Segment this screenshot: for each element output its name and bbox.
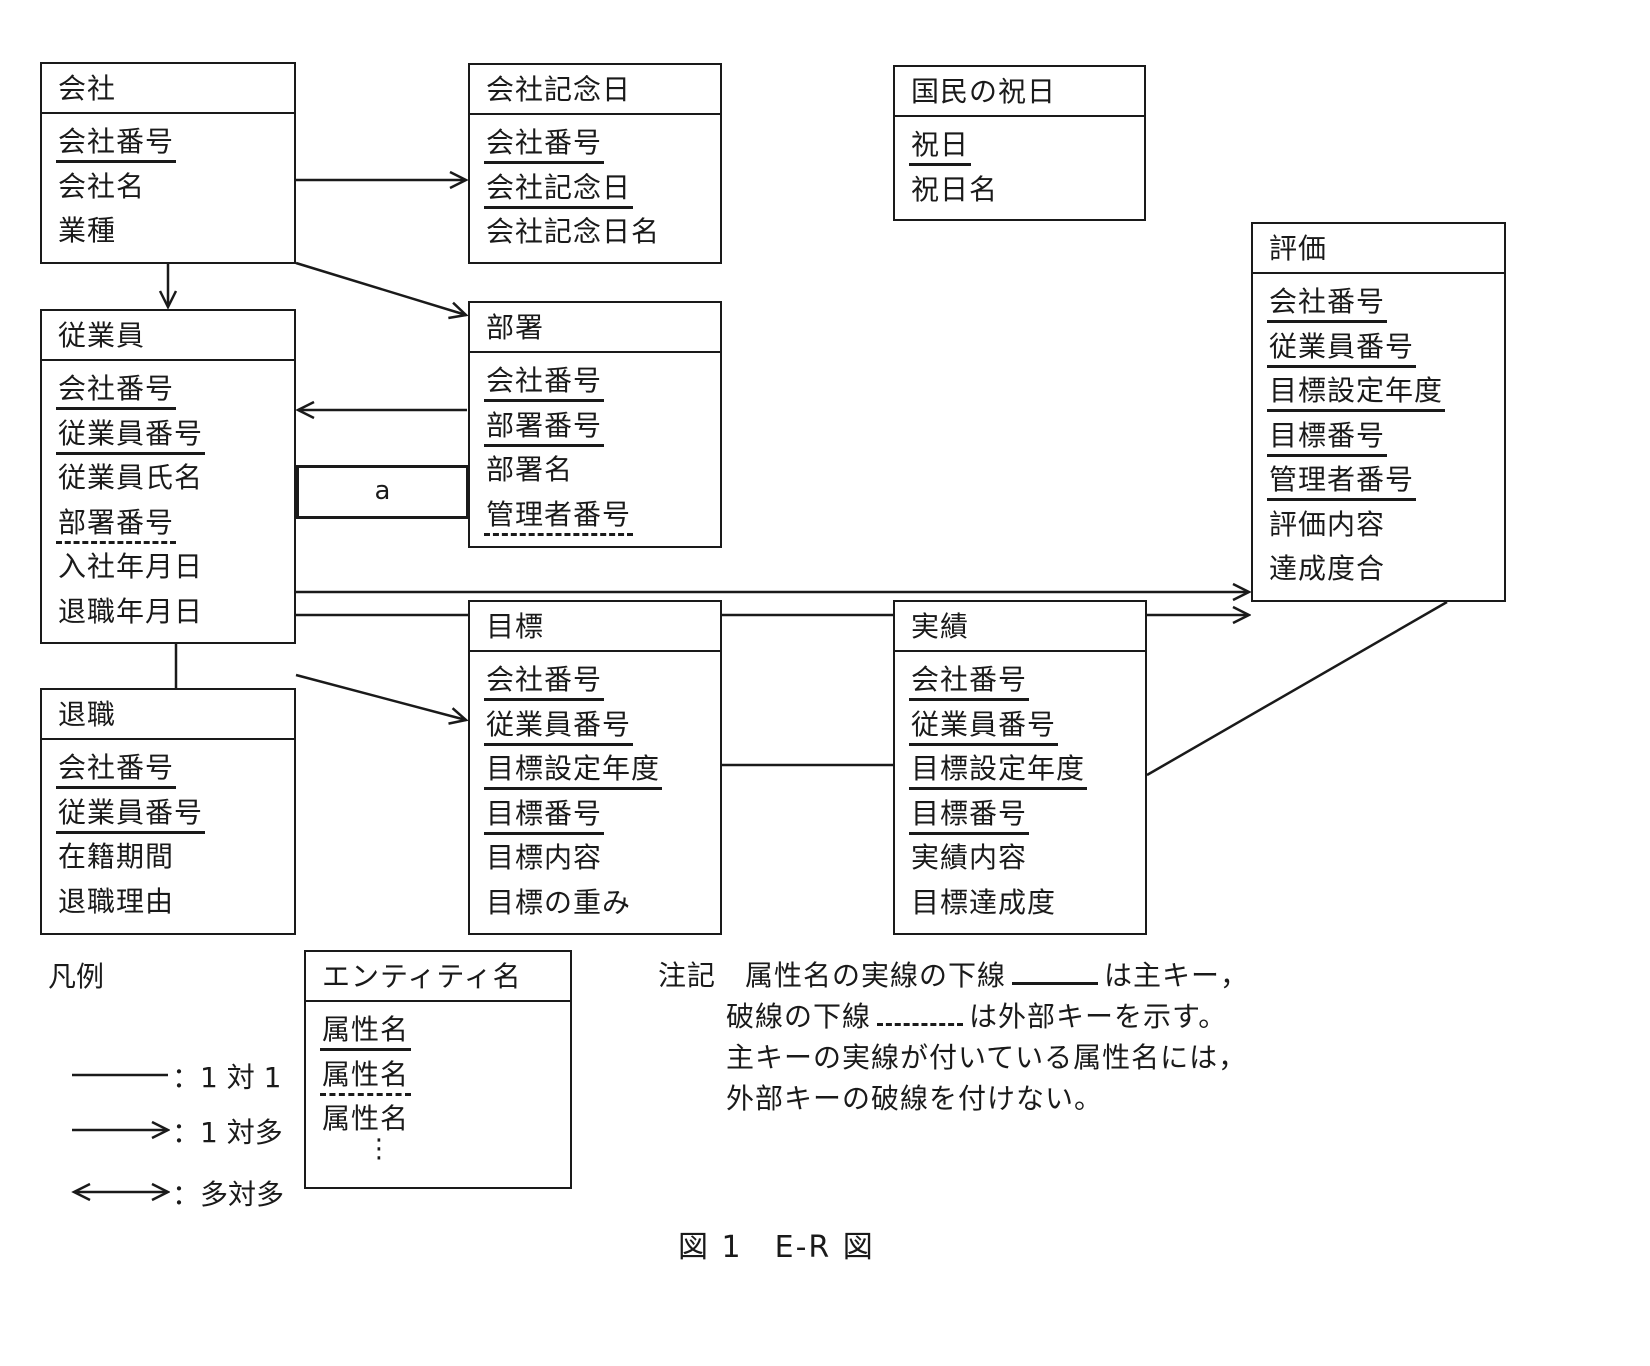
attribute: 従業員番号 xyxy=(909,703,1145,748)
figure-caption: 図 1 E-R 図 xyxy=(678,1230,875,1265)
note-text: は主キー， xyxy=(1104,959,1250,992)
entity-name: 部署 xyxy=(470,303,720,353)
attribute: 部署名 xyxy=(486,453,574,486)
entity-jugyoin[interactable]: 従業員 会社番号 従業員番号 従業員氏名 部署番号 入社年月日 退職年月日 xyxy=(40,309,296,644)
solid-underline-sample xyxy=(1012,960,1099,985)
attribute: 会社番号 xyxy=(484,658,720,703)
attribute: 従業員番号 xyxy=(56,791,294,836)
legend-double-arrow-tail xyxy=(71,1182,91,1202)
entity-kaisha-kinenbi[interactable]: 会社記念日 会社番号 会社記念日 会社記念日名 xyxy=(468,63,722,264)
legend-title: 凡例 xyxy=(48,960,105,993)
entity-name: 評価 xyxy=(1253,224,1504,274)
attribute-list: 会社番号 会社名 業種 xyxy=(42,114,294,254)
entity-name: 退職 xyxy=(42,690,294,740)
attribute: 会社番号 xyxy=(56,120,294,165)
attribute: 従業員番号 xyxy=(1267,325,1504,370)
attribute: 目標設定年度 xyxy=(1267,369,1504,414)
attribute: 会社番号 xyxy=(909,658,1145,703)
rel-kaisha-busho xyxy=(295,261,466,315)
attribute: 退職年月日 xyxy=(58,594,204,628)
entity-name: 従業員 xyxy=(42,311,294,361)
attribute-list: 会社番号 従業員番号 従業員氏名 部署番号 入社年月日 退職年月日 xyxy=(42,361,294,634)
attribute-list: 属性名 属性名 属性名 ⋮ xyxy=(306,1002,570,1164)
attribute: 属性名 xyxy=(322,1102,410,1135)
attribute-list: 会社番号 従業員番号 目標設定年度 目標番号 管理者番号 評価内容 達成度合 xyxy=(1253,274,1504,592)
entity-hyoka[interactable]: 評価 会社番号 従業員番号 目標設定年度 目標番号 管理者番号 評価内容 達成度… xyxy=(1251,222,1506,602)
entity-name: 会社 xyxy=(42,64,294,114)
note-line-3: 主キーの実線が付いている属性名には， xyxy=(726,1041,1248,1074)
entity-jisseki[interactable]: 実績 会社番号 従業員番号 目標設定年度 目標番号 実績内容 目標達成度 xyxy=(893,600,1147,935)
attribute: 会社番号 xyxy=(1267,280,1504,325)
attribute: 従業員番号 xyxy=(56,412,294,457)
attribute: 業種 xyxy=(58,214,117,247)
legend-label-one-to-many: ：1 対多 xyxy=(172,1116,283,1149)
entity-name: 目標 xyxy=(470,602,720,652)
attribute: 会社番号 xyxy=(484,359,720,404)
attribute: 会社記念日名 xyxy=(486,215,661,248)
attribute: 従業員氏名 xyxy=(58,461,204,494)
attribute: 会社記念日 xyxy=(484,166,720,211)
entity-name: エンティティ名 xyxy=(306,952,570,1002)
attribute: 従業員番号 xyxy=(484,703,720,748)
attribute: 会社番号 xyxy=(56,367,294,412)
attribute: 属性名 xyxy=(320,1053,570,1098)
attribute-list: 会社番号 部署番号 部署名 管理者番号 xyxy=(470,353,720,537)
attribute: 退職理由 xyxy=(58,884,175,918)
entity-taishoku[interactable]: 退職 会社番号 従業員番号 在籍期間 退職理由 xyxy=(40,688,296,935)
attribute: 管理者番号 xyxy=(484,493,720,538)
attribute: 会社番号 xyxy=(56,746,294,791)
attribute: 目標番号 xyxy=(1267,414,1504,459)
attribute-list: 会社番号 従業員番号 在籍期間 退職理由 xyxy=(42,740,294,924)
attribute-list: 会社番号 従業員番号 目標設定年度 目標番号 目標内容 目標の重み xyxy=(470,652,720,925)
attribute: 属性名 xyxy=(320,1008,570,1053)
attribute-list: 祝日 祝日名 xyxy=(895,117,1144,212)
attribute-list: 会社番号 会社記念日 会社記念日名 xyxy=(470,115,720,255)
legend-label-one-to-one: ：1 対 1 xyxy=(172,1061,282,1094)
attribute: 目標番号 xyxy=(484,792,720,837)
entity-busho[interactable]: 部署 会社番号 部署番号 部署名 管理者番号 xyxy=(468,301,722,548)
note-line-2: 破線の下線 は外部キーを示す。 xyxy=(658,996,1249,1037)
note-text: 破線の下線 xyxy=(726,1000,872,1033)
note-text: 属性名の実線の下線 xyxy=(745,959,1007,992)
attribute: 目標設定年度 xyxy=(484,747,720,792)
note-text: は外部キーを示す。 xyxy=(969,1000,1228,1033)
entity-name: 会社記念日 xyxy=(470,65,720,115)
note: 注記 属性名の実線の下線 は主キー， 破線の下線 は外部キーを示す。 主キーの実線が… xyxy=(658,955,1249,1119)
attribute-list: 会社番号 従業員番号 目標設定年度 目標番号 実績内容 目標達成度 xyxy=(895,652,1145,925)
note-prefix: 注記 xyxy=(658,959,717,992)
attribute: 目標設定年度 xyxy=(909,747,1145,792)
attribute: 達成度合 xyxy=(1269,552,1386,585)
ellipsis-icon: ⋮ xyxy=(366,1133,392,1164)
attribute: 祝日名 xyxy=(911,172,999,206)
attribute: 在籍期間 xyxy=(58,840,175,873)
legend-label-many-to-many: ：多対多 xyxy=(172,1178,285,1211)
attribute: 祝日 xyxy=(909,123,1144,168)
dashed-underline-sample xyxy=(877,1001,964,1026)
entity-kokumin-shukujitsu[interactable]: 国民の祝日 祝日 祝日名 xyxy=(893,65,1146,221)
rel-jugyoin-mokuhyo xyxy=(295,673,466,720)
entity-kaisha[interactable]: 会社 会社番号 会社名 業種 xyxy=(40,62,296,264)
attribute: 部署番号 xyxy=(56,501,294,546)
attribute: 実績内容 xyxy=(911,841,1028,874)
note-line-4: 外部キーの破線を付けない。 xyxy=(726,1082,1104,1115)
attribute: 入社年月日 xyxy=(58,550,204,583)
entity-name: 国民の祝日 xyxy=(895,67,1144,117)
attribute: 目標達成度 xyxy=(911,885,1057,919)
attribute: 目標番号 xyxy=(909,792,1145,837)
attribute: 目標内容 xyxy=(486,841,603,874)
blank-box-a: a xyxy=(296,465,469,519)
entity-mokuhyo[interactable]: 目標 会社番号 従業員番号 目標設定年度 目標番号 目標内容 目標の重み xyxy=(468,600,722,935)
attribute: 目標の重み xyxy=(486,885,632,919)
note-line-1: 注記 属性名の実線の下線 は主キー， xyxy=(658,955,1249,996)
rel-jisseki-hyoka xyxy=(1146,600,1448,777)
attribute: 評価内容 xyxy=(1269,507,1386,541)
legend-entity-example: エンティティ名 属性名 属性名 属性名 ⋮ xyxy=(304,950,572,1189)
attribute: 部署番号 xyxy=(484,404,720,449)
attribute: 会社番号 xyxy=(484,121,720,166)
entity-name: 実績 xyxy=(895,602,1145,652)
attribute: 管理者番号 xyxy=(1267,458,1504,503)
attribute: 会社名 xyxy=(58,169,146,203)
